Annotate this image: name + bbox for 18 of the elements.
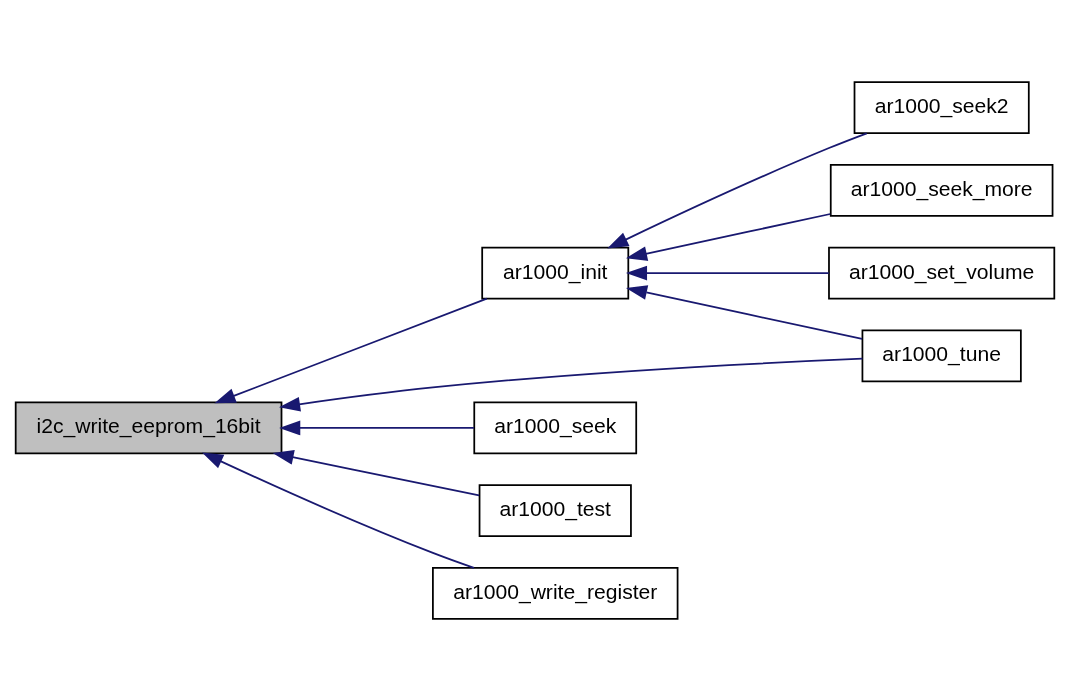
node-box: ar1000_set_volume (828, 246, 1056, 299)
arrow (607, 131, 868, 248)
node-box: i2c_write_eeprom_16bit (14, 401, 283, 454)
node-box: ar1000_seek2 (853, 80, 1030, 134)
arrow (214, 297, 488, 403)
node-box: ar1000_seek (473, 401, 638, 454)
arrow (202, 452, 475, 569)
arrow (278, 357, 864, 412)
arrow (625, 212, 832, 261)
node-box: ar1000_test (478, 483, 632, 537)
arrow (279, 420, 475, 435)
node-box: ar1000_init (481, 246, 630, 299)
node-box: ar1000_tune (861, 328, 1022, 382)
arrow (272, 449, 480, 496)
node-box: ar1000_seek_more (829, 163, 1054, 217)
node-box: ar1000_write_register (432, 566, 679, 620)
arrow (625, 284, 863, 340)
arrow (625, 265, 830, 280)
